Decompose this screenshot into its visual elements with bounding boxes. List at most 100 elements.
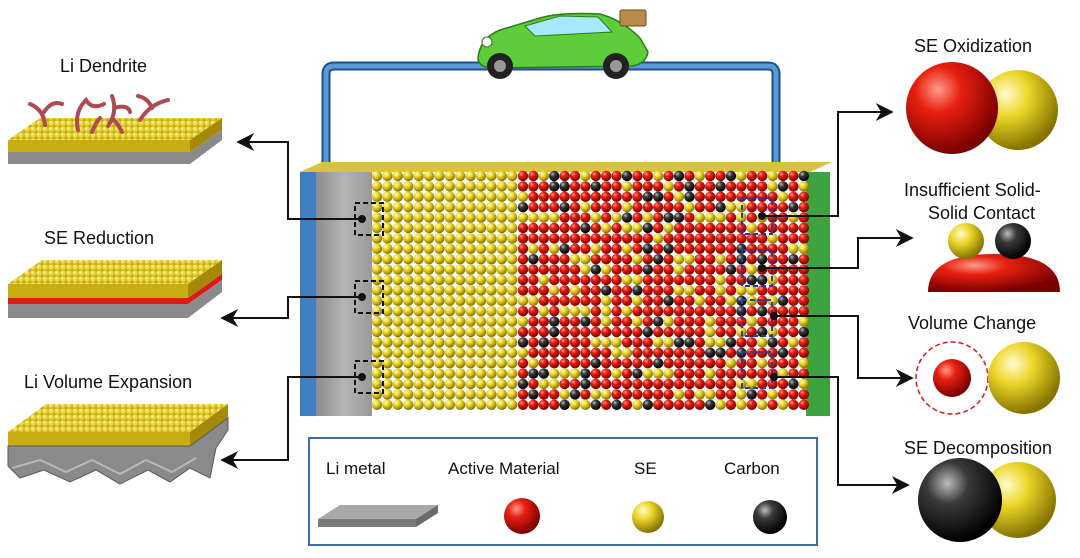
carbon-particle (611, 399, 622, 410)
se-particle (444, 233, 455, 244)
legend-li-metal-swatch (318, 505, 438, 527)
active-material-particle (559, 378, 570, 390)
active-material-particle (590, 202, 601, 213)
se-particle (673, 264, 685, 275)
se-decomposition-illustration (918, 458, 1056, 542)
active-material-particle (788, 191, 799, 202)
active-material-particle (538, 243, 549, 254)
active-material-particle (663, 389, 674, 400)
se-particle (475, 254, 487, 265)
carbon-particle (621, 170, 633, 182)
active-material-particle (642, 285, 653, 296)
active-material-particle (684, 368, 695, 379)
se-particle (486, 358, 497, 369)
active-material-particle (611, 389, 622, 400)
active-material-particle (611, 170, 622, 182)
label-insufficient-contact-line1: Insufficient Solid- (904, 180, 1041, 200)
se-particle (392, 202, 403, 213)
active-material-particle (559, 222, 570, 234)
active-material-particle (715, 316, 726, 327)
active-material-particle (642, 358, 653, 369)
se-particle (455, 222, 466, 234)
se-particle (580, 306, 591, 317)
active-material-particle (632, 347, 643, 358)
se-particle (382, 295, 393, 306)
active-material-particle (757, 316, 768, 327)
active-material-particle (694, 337, 705, 348)
se-particle (465, 285, 476, 296)
active-material-particle (621, 264, 633, 275)
se-particle (371, 274, 383, 286)
se-particle (403, 202, 414, 213)
active-material-particle (549, 306, 560, 317)
se-particle (694, 170, 705, 182)
active-material-particle (663, 358, 674, 369)
active-material-particle (736, 316, 747, 327)
active-material-particle (528, 285, 539, 296)
se-particle (507, 264, 518, 275)
active-material-particle (725, 347, 737, 358)
active-material-particle (725, 254, 737, 265)
se-particle (507, 358, 518, 369)
active-material-particle (611, 264, 622, 275)
carbon-particle (528, 254, 539, 265)
se-particle (496, 222, 507, 234)
active-material-particle (673, 222, 685, 234)
active-material-particle (684, 264, 695, 275)
active-material-particle (798, 212, 809, 223)
se-particle (423, 368, 435, 379)
se-particle (611, 368, 622, 379)
se-particle (496, 306, 507, 317)
active-material-particle (705, 295, 716, 306)
active-material-particle (694, 285, 705, 296)
se-particle (736, 285, 747, 296)
active-material-particle (549, 389, 560, 400)
active-material-particle (788, 285, 799, 296)
se-particle (434, 202, 445, 213)
active-material-particle (621, 285, 633, 296)
se-particle (371, 212, 383, 223)
se-particle (392, 212, 403, 223)
active-material-particle (694, 191, 705, 202)
se-particle (403, 212, 414, 223)
se-particle (798, 316, 809, 327)
active-material-particle (705, 243, 716, 254)
active-material-particle (746, 306, 757, 317)
active-material-particle (517, 399, 529, 410)
se-particle (392, 191, 403, 202)
active-material-particle (736, 191, 747, 202)
se-particle (475, 274, 487, 286)
active-material-particle (725, 222, 737, 234)
carbon-particle (580, 222, 591, 234)
se-particle (746, 222, 757, 234)
carbon-particle (715, 202, 726, 213)
carbon-particle (517, 337, 529, 348)
se-particle (455, 389, 466, 400)
active-material-particle (538, 316, 549, 327)
se-particle (403, 274, 414, 286)
active-material-particle (538, 347, 549, 358)
se-particle (673, 285, 685, 296)
se-particle (371, 191, 383, 202)
se-particle (465, 170, 476, 182)
se-particle (486, 306, 497, 317)
carbon-particle (777, 181, 789, 192)
se-particle (444, 222, 455, 234)
se-particle (486, 285, 497, 296)
se-particle (382, 243, 393, 254)
se-particle (434, 337, 445, 348)
active-material-particle (715, 191, 726, 202)
se-particle (694, 389, 705, 400)
active-material-particle (715, 170, 726, 182)
active-material-particle (590, 378, 601, 390)
active-material-particle (715, 326, 726, 338)
active-material-particle (538, 399, 549, 410)
active-material-particle (642, 202, 653, 213)
se-particle (705, 326, 716, 338)
se-particle (423, 212, 435, 223)
se-particle (455, 170, 466, 182)
external-wire (321, 61, 781, 168)
se-particle (403, 191, 414, 202)
active-material-particle (694, 368, 705, 379)
active-material-particle (611, 358, 622, 369)
